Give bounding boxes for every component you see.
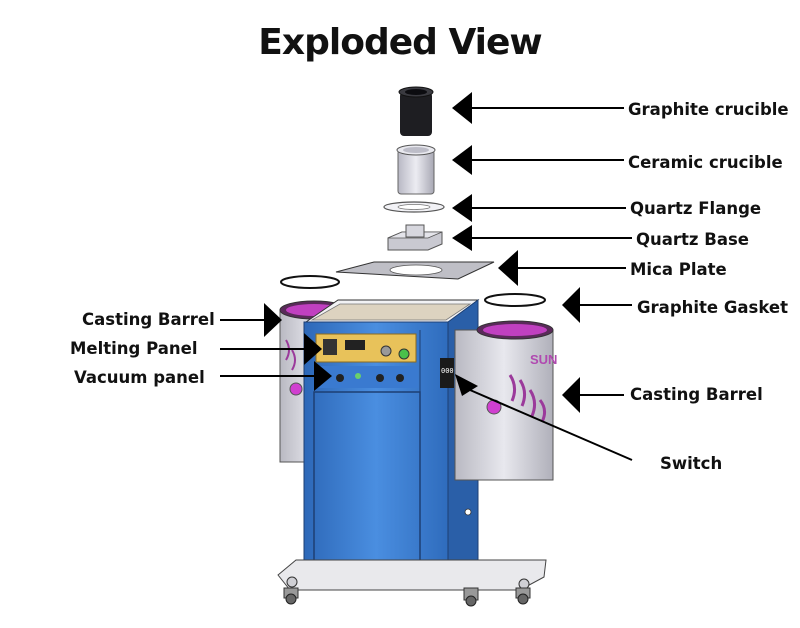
label-quartz-flange: Quartz Flange bbox=[630, 199, 762, 218]
label-ceramic-crucible: Ceramic crucible bbox=[628, 153, 783, 172]
arrow-quartz-flange bbox=[452, 194, 472, 222]
melting-panel-gauge bbox=[323, 339, 337, 355]
arrow-switch bbox=[455, 374, 478, 396]
label-casting-barrel-right: Casting Barrel bbox=[630, 385, 763, 404]
temperature-display bbox=[345, 340, 365, 350]
cabinet-body bbox=[303, 299, 480, 581]
arrow-casting-barrel-left bbox=[264, 303, 282, 337]
base-frame bbox=[277, 559, 547, 607]
label-casting-barrel-left: Casting Barrel bbox=[82, 310, 215, 329]
casting-barrel-right-part: 000 SUN bbox=[440, 320, 557, 481]
vacuum-gauge-2 bbox=[336, 374, 344, 382]
mica-plate-part bbox=[335, 261, 495, 280]
arrow-casting-barrel-right bbox=[562, 377, 580, 413]
power-knob bbox=[380, 345, 392, 357]
switch-box bbox=[440, 358, 454, 388]
callout-arrows bbox=[220, 92, 633, 461]
vacuum-indicator bbox=[355, 373, 361, 379]
arrow-melting-panel bbox=[304, 333, 322, 365]
vacuum-valve-1 bbox=[376, 374, 384, 382]
arrow-graphite-gasket bbox=[562, 287, 580, 323]
label-graphite-gasket: Graphite Gasket bbox=[637, 298, 788, 317]
arrow-ceramic-crucible bbox=[452, 145, 472, 175]
label-mica-plate: Mica Plate bbox=[630, 260, 727, 279]
switch-display: 000 bbox=[441, 367, 454, 375]
brand-text: SUN bbox=[530, 352, 557, 367]
arrow-graphite-crucible bbox=[452, 92, 472, 124]
arrow-mica-plate bbox=[498, 250, 518, 286]
label-melting-panel: Melting Panel bbox=[70, 339, 198, 358]
graphite-crucible-part bbox=[398, 86, 434, 136]
quartz-flange-part bbox=[383, 201, 445, 213]
label-graphite-crucible: Graphite crucible bbox=[628, 100, 789, 119]
label-switch: Switch bbox=[660, 454, 723, 473]
arrow-vacuum-panel bbox=[314, 361, 332, 391]
graphite-gasket-left-part bbox=[280, 275, 340, 289]
vacuum-valve-2 bbox=[396, 374, 404, 382]
ceramic-crucible-part bbox=[396, 144, 436, 195]
graphite-gasket-right-part bbox=[484, 293, 546, 307]
diagram-title: Exploded View bbox=[258, 22, 542, 63]
indicator-light bbox=[398, 348, 410, 360]
arrow-quartz-base bbox=[452, 225, 472, 251]
label-quartz-base: Quartz Base bbox=[636, 230, 750, 249]
quartz-base-part bbox=[387, 224, 443, 251]
label-vacuum-panel: Vacuum panel bbox=[74, 368, 205, 387]
vacuum-panel bbox=[314, 366, 418, 388]
